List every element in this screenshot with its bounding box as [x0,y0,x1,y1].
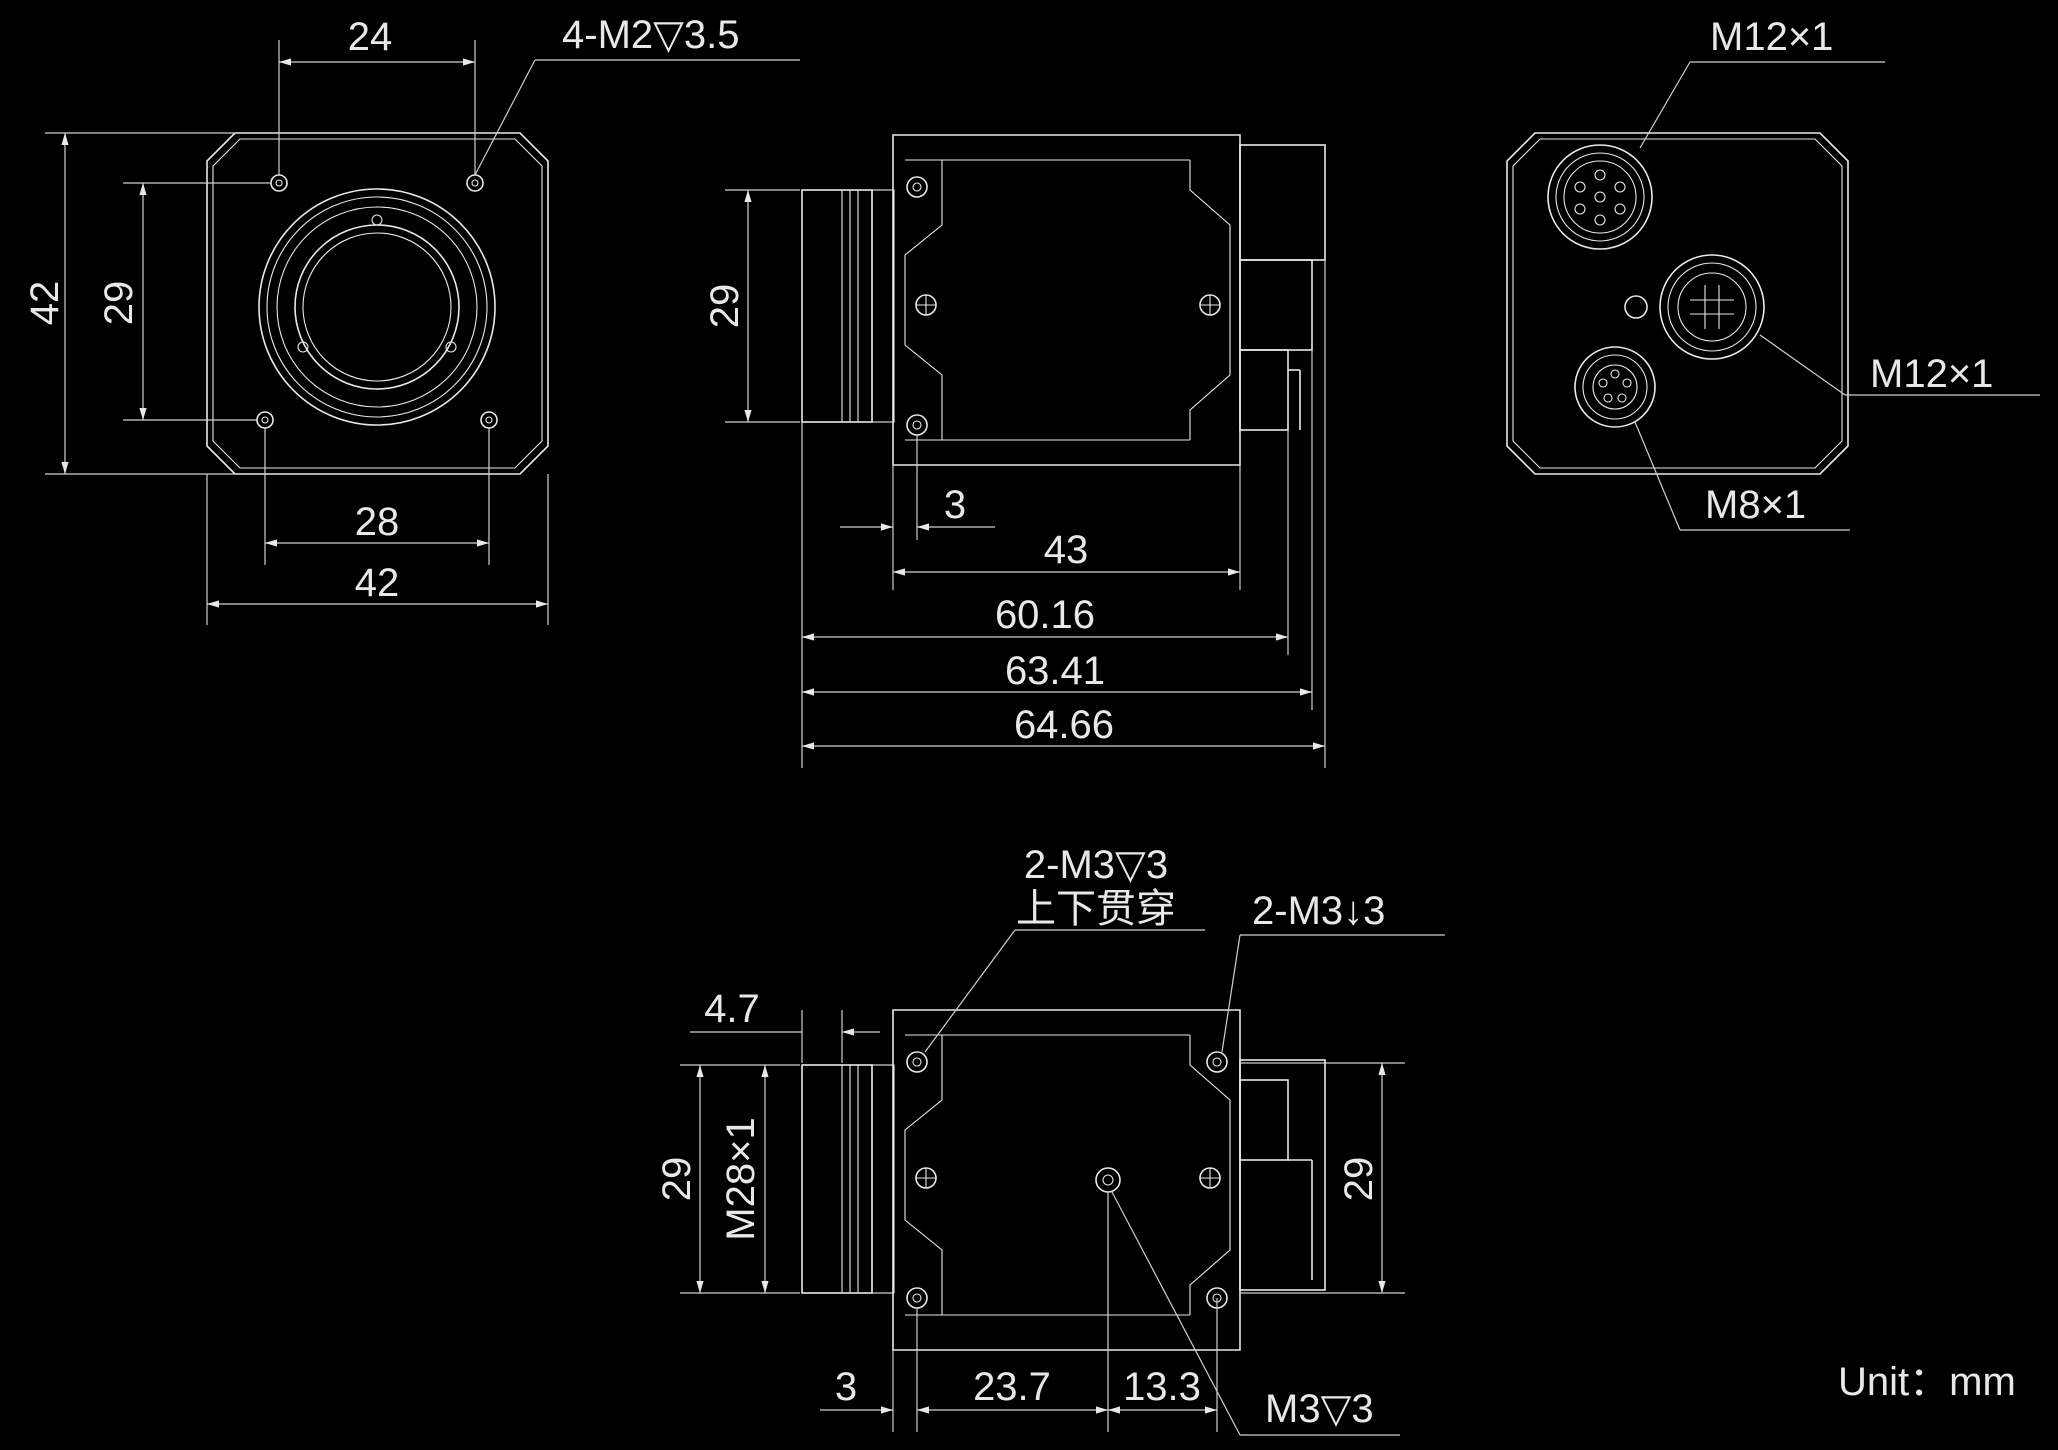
callout-center: M3▽3 [1265,1387,1374,1431]
rear-housing-outline [1506,132,1849,475]
rear-block [1239,144,1326,261]
dim-42-width: 42 [355,561,400,605]
side-dim-29: 29 [703,284,747,329]
dim-28: 28 [355,500,400,544]
dim-4-7: 4.7 [704,987,760,1031]
unit-label: Unit：mm [1838,1360,2016,1404]
front-housing-outline [206,132,549,475]
bottom-view: 2-M3▽3 上下贯穿 2-M3↓3 4.7 29 M28×1 29 3 23.… [655,843,1445,1436]
lens-mount [258,188,496,426]
label-m8: M8×1 [1705,483,1806,527]
dim-13-3: 13.3 [1123,1365,1201,1409]
label-m12-top: M12×1 [1710,15,1833,59]
dim-42-height: 42 [23,281,67,326]
side-dim-64-66: 64.66 [1014,703,1114,747]
m8-connector [1574,346,1656,428]
hole-callout: 4-M2▽3.5 [562,13,740,57]
label-m12-right: M12×1 [1870,352,1993,396]
callout-right: 2-M3↓3 [1252,889,1385,933]
side-view: 29 3 43 60.16 63.41 64.66 [703,134,1326,768]
rear-view: M12×1 M12×1 M8×1 [1506,15,2040,531]
side-dim-60-16: 60.16 [995,593,1095,637]
dim-24: 24 [348,15,393,59]
front-view: 24 4-M2▽3.5 42 29 28 42 [23,13,800,625]
status-led [1624,295,1648,319]
bottom-dim-29-right: 29 [1337,1157,1381,1202]
side-dim-3: 3 [944,483,966,527]
m12-connector-top [1547,144,1653,250]
side-housing-outline [892,134,1241,466]
thread-m28: M28×1 [719,1117,763,1240]
bottom-dim-3: 3 [835,1365,857,1409]
bottom-lens-barrel [801,1064,873,1294]
side-screw-holes [906,176,1221,436]
side-dim-43: 43 [1044,528,1089,572]
bottom-dim-29-left: 29 [655,1157,699,1202]
bottom-screw-holes [906,1051,1228,1309]
dim-23-7: 23.7 [973,1365,1051,1409]
side-dim-63-41: 63.41 [1005,649,1105,693]
lens-barrel [801,189,873,423]
callout-left-line2: 上下贯穿 [1016,887,1176,931]
bottom-housing-outline [892,1009,1241,1351]
dim-29-height: 29 [97,281,141,326]
m12-connector-right [1659,254,1765,360]
callout-left-line1: 2-M3▽3 [1024,843,1168,887]
